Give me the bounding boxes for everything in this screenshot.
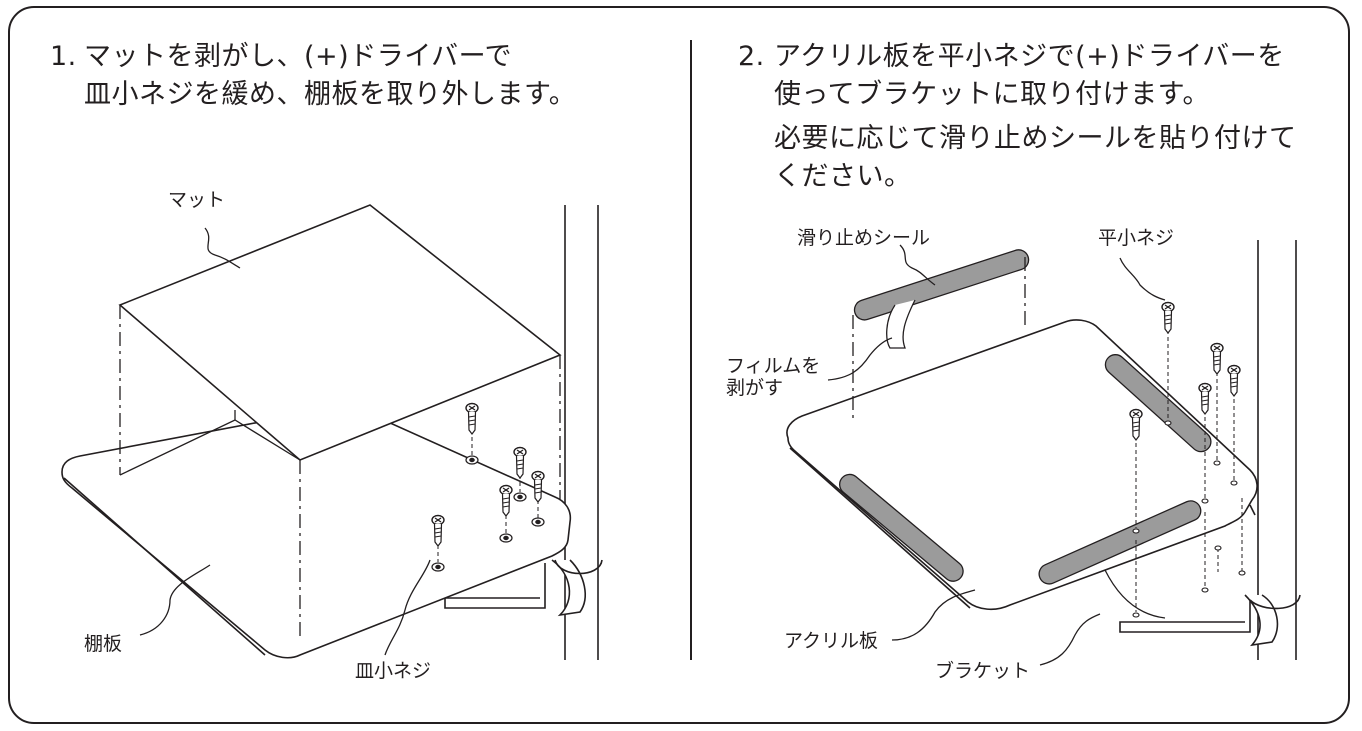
step-2-instructions: 2. アクリル板を平小ネジで(+)ドライバーを 使ってブラケットに取り付けます。… — [738, 38, 1297, 196]
acrylic-edge — [789, 447, 971, 609]
acrylic-plate — [786, 319, 1258, 611]
label-non-slip-seal: 滑り止めシール — [797, 227, 931, 249]
step-1-number: 1. — [50, 41, 77, 72]
left-diagram — [61, 204, 603, 660]
instruction-panel-border — [8, 6, 1350, 724]
acrylic-leader — [891, 589, 976, 641]
label-flat-screw: 皿小ネジ — [355, 660, 432, 682]
step-divider — [690, 40, 692, 660]
film-leader — [827, 337, 893, 381]
seal-leader — [899, 244, 936, 286]
shelf-board — [61, 404, 572, 659]
label-bracket: ブラケット — [935, 660, 1031, 682]
label-pan-screw: 平小ネジ — [1098, 227, 1175, 249]
mat-leader — [204, 227, 241, 269]
mat-guides — [119, 305, 561, 640]
label-peel-film-line-2: 剥がす — [726, 377, 784, 399]
peeled-film — [886, 299, 916, 349]
right-bracket-arm — [1119, 600, 1251, 633]
right-diagram — [786, 240, 1301, 666]
mat-lower-edge — [119, 419, 301, 476]
plate-holes — [1132, 420, 1246, 618]
step-2-line-1: アクリル板を平小ネジで(+)ドライバーを — [774, 41, 1285, 72]
step-1-line-1: マットを剥がし、(+)ドライバーで — [84, 41, 513, 72]
left-ring — [554, 559, 603, 575]
step-1-line-2: 皿小ネジを緩め、棚板を取り外します。 — [84, 79, 577, 110]
right-bracket-arc — [1104, 569, 1166, 619]
label-peel-film-line-1: フィルムを — [726, 355, 821, 377]
label-shelf: 棚板 — [84, 633, 123, 655]
left-clamp — [551, 559, 586, 617]
step-2-note-line-1: 必要に応じて滑り止めシールを貼り付けて — [774, 123, 1297, 154]
bracket-leader — [1039, 613, 1101, 666]
shelf-edge — [63, 477, 266, 656]
step-2-number: 2. — [738, 41, 765, 72]
seal-peeling — [853, 249, 1030, 321]
seal-guides — [852, 257, 1026, 420]
pan-screw-leader — [1119, 257, 1166, 301]
label-peel-film: フィルムを 剥がす — [726, 355, 836, 399]
label-mat: マット — [168, 189, 226, 211]
step-1-instructions: 1. マットを剥がし、(+)ドライバーで 皿小ネジを緩め、棚板を取り外します。 — [50, 38, 576, 114]
mat-top — [118, 204, 562, 461]
acrylic-edge-2 — [1249, 504, 1256, 516]
label-acrylic-plate: アクリル板 — [784, 630, 879, 652]
flat-screw-leader — [384, 559, 431, 656]
step-2-note-line-2: ください。 — [774, 161, 912, 192]
step-2-line-2: 使ってブラケットに取り付けます。 — [774, 79, 1210, 110]
pan-screw-guides — [1135, 330, 1243, 612]
left-bracket — [444, 563, 546, 609]
non-slip-seals — [839, 354, 1212, 585]
shelf-leader — [139, 564, 211, 636]
right-ring — [1249, 594, 1301, 610]
